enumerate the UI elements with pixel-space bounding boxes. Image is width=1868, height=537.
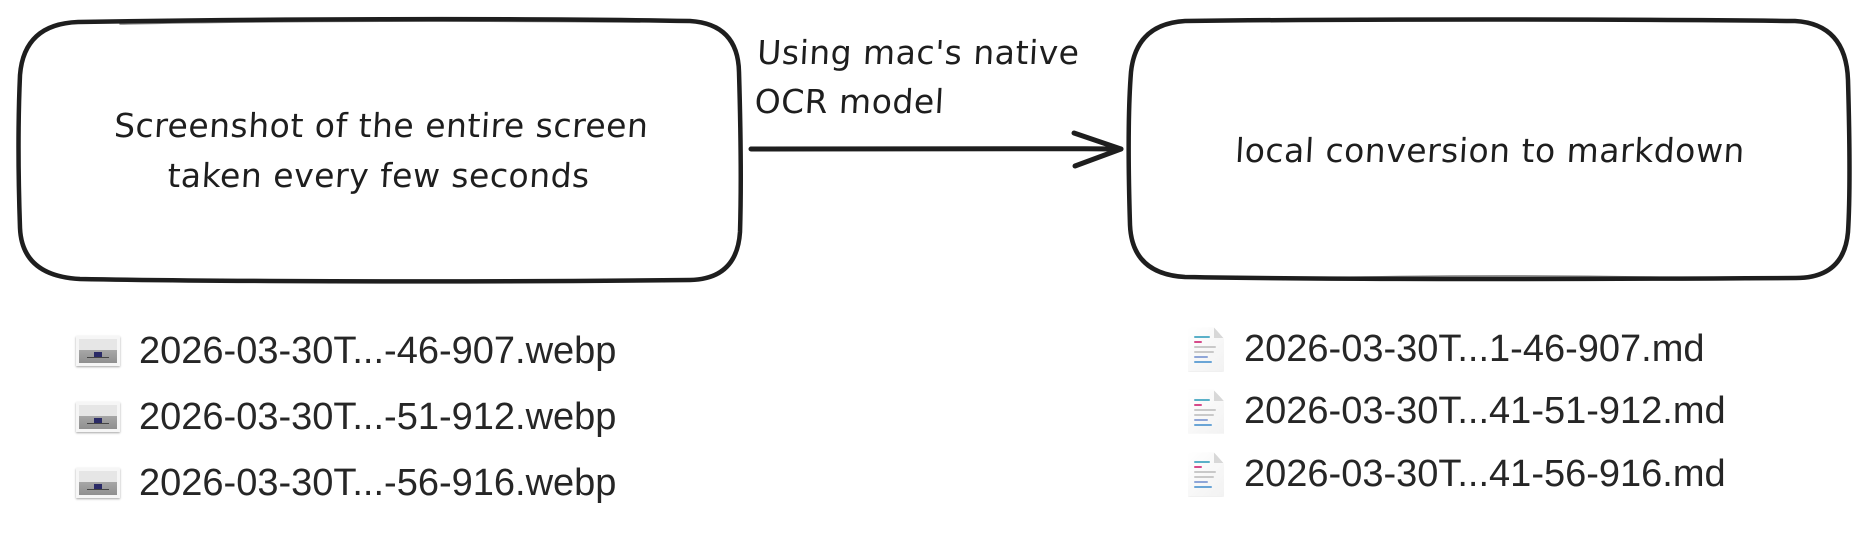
markdown-document-icon bbox=[1188, 452, 1224, 497]
file-name: 2026-03-30T...41-56-916.md bbox=[1244, 452, 1726, 495]
image-file-icon bbox=[76, 468, 120, 498]
right-box-label-line-1: local conversion to markdown bbox=[1234, 131, 1746, 170]
arrow-label-line-1: Using mac's native bbox=[756, 33, 1081, 72]
arrow-shaft bbox=[748, 145, 1124, 152]
left-process-box bbox=[16, 16, 743, 284]
markdown-file-list: 2026-03-30T...1-46-907.md 2026-03-30T...… bbox=[1188, 318, 1726, 506]
file-item[interactable]: 2026-03-30T...-46-907.webp bbox=[76, 318, 616, 384]
markdown-document-icon bbox=[1188, 389, 1224, 434]
file-item[interactable]: 2026-03-30T...-51-912.webp bbox=[76, 384, 616, 450]
file-item[interactable]: 2026-03-30T...41-56-916.md bbox=[1188, 443, 1726, 506]
file-item[interactable]: 2026-03-30T...41-51-912.md bbox=[1188, 381, 1726, 444]
file-name: 2026-03-30T...-46-907.webp bbox=[139, 329, 617, 372]
file-name: 2026-03-30T...-51-912.webp bbox=[139, 395, 617, 438]
left-box-label-line-1: Screenshot of the entire screen bbox=[113, 106, 650, 145]
screenshot-file-list: 2026-03-30T...-46-907.webp 2026-03-30T..… bbox=[76, 318, 616, 516]
image-file-icon bbox=[76, 402, 120, 432]
right-box-label: local conversion to markdown bbox=[1125, 24, 1854, 278]
left-box-label: Screenshot of the entire screen taken ev… bbox=[15, 24, 744, 278]
image-file-icon bbox=[76, 336, 120, 366]
markdown-document-icon bbox=[1188, 327, 1224, 372]
right-process-box bbox=[1126, 17, 1852, 282]
left-box-label-line-2: taken every few seconds bbox=[166, 156, 591, 195]
arrow-head bbox=[1071, 130, 1124, 169]
arrow-label: Using mac's native OCR model bbox=[753, 28, 1138, 126]
file-name: 2026-03-30T...-56-916.webp bbox=[139, 461, 617, 504]
file-name: 2026-03-30T...1-46-907.md bbox=[1244, 327, 1705, 370]
file-name: 2026-03-30T...41-51-912.md bbox=[1244, 390, 1726, 433]
arrow-label-line-2: OCR model bbox=[753, 82, 946, 121]
ocr-arrow bbox=[748, 130, 1124, 169]
file-item[interactable]: 2026-03-30T...1-46-907.md bbox=[1188, 318, 1726, 381]
file-item[interactable]: 2026-03-30T...-56-916.webp bbox=[76, 450, 616, 516]
